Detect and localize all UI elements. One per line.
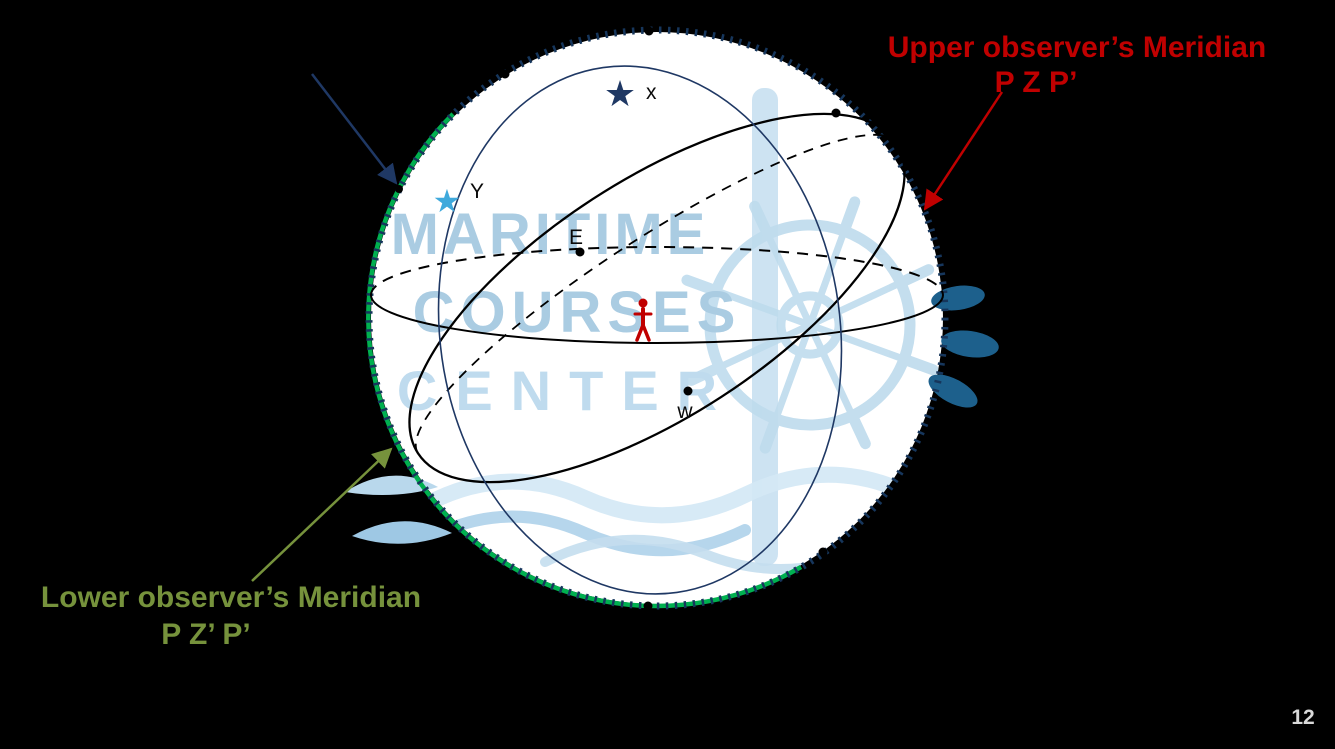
sphere-face [371,32,943,604]
sphere-point-dots [395,26,841,611]
equator-top-dot [831,108,841,118]
hour-circle-through-stars [437,65,843,595]
nadir-dot [643,601,653,611]
equator-circle [408,112,906,484]
star-x-label: x [646,81,657,104]
upper-meridian-points: P Z P’ [995,66,1078,99]
horizon-back-dashed [370,246,944,296]
west-point-label: w [676,400,693,423]
lower-meridian-title: Lower observer’s Meridian [41,581,421,614]
upper-meridian-title: Upper observer’s Meridian [888,31,1266,64]
lower-meridian-arrow [251,447,393,582]
zenith-dot [644,26,654,36]
horizon-front-solid [370,294,944,344]
ring-dot-upper-left [500,69,510,79]
person-icon [633,298,653,342]
east-point-dot [575,247,585,257]
star-y-icon: ★ [433,183,462,219]
lower-meridian-green-arc [366,112,803,609]
navy-pointer-arrow [311,73,398,185]
pole-dot [395,185,403,193]
east-point-label: E [569,226,583,249]
page-number: 12 [1291,706,1314,729]
watermark-line2: COURSES [413,280,742,345]
upper-meridian-arrow [923,91,1004,211]
west-point-dot [683,386,693,396]
wave-crest-icon [345,475,452,544]
lower-meridian-points: P Z’ P’ [161,618,251,651]
watermark-line3: CENTER [397,359,735,422]
ship-wheel-icon [681,196,939,454]
ring-dot-lower-right [818,547,828,557]
star-x-icon: ★ [604,73,636,114]
upper-meridian-dotted-ring [365,26,949,610]
star-y-label: Y [470,180,484,203]
